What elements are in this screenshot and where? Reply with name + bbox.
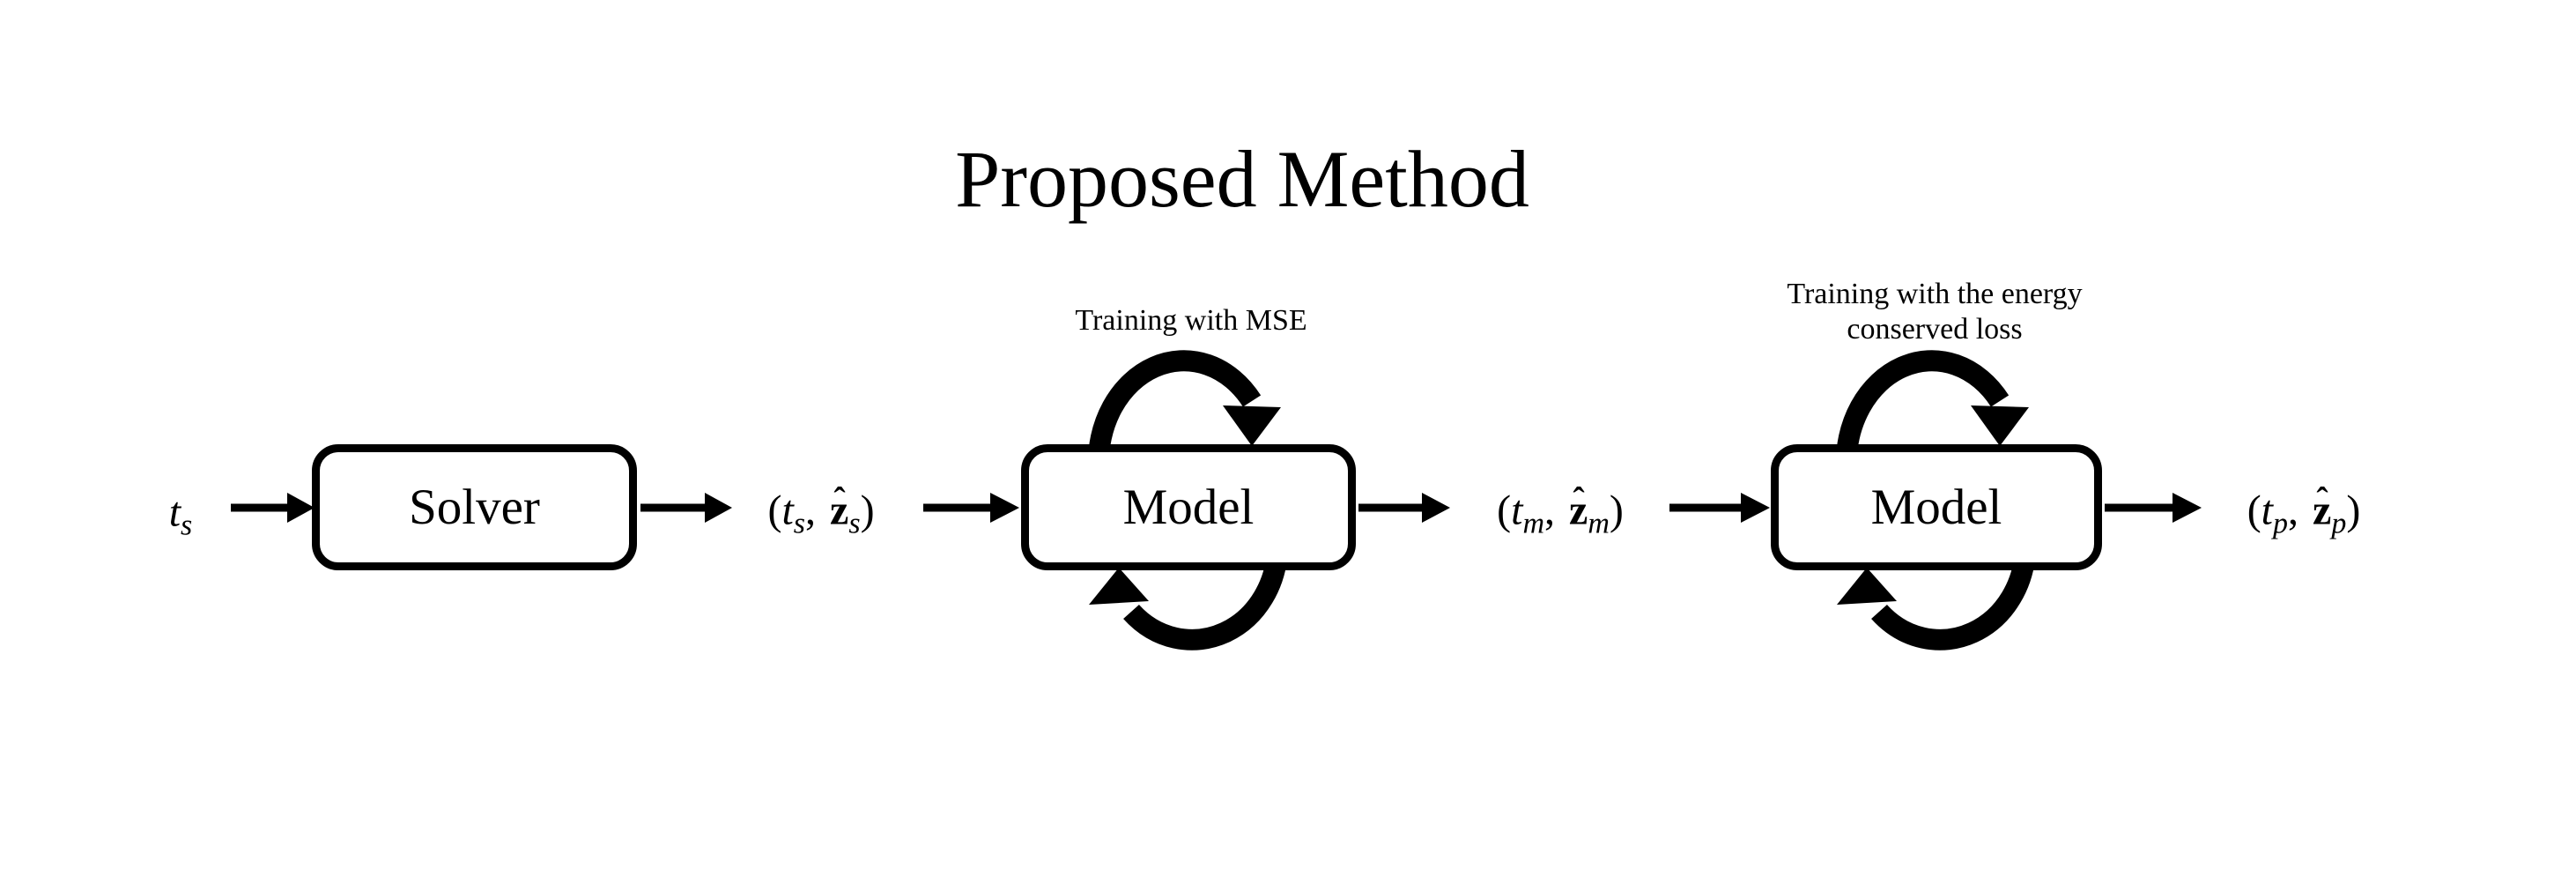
flow-arrowhead-input-to-solver: [287, 493, 315, 523]
self-loop-bottom-arrowhead-model-1: [1089, 568, 1149, 605]
flow-arrowhead-model-2-to-pair-p: [2173, 493, 2202, 523]
hat-accent: ˆ: [833, 480, 846, 520]
flow-arrowhead-solver-to-pair-s: [705, 493, 732, 523]
page-title: Proposed Method: [955, 134, 1529, 224]
solver-box: Solver: [312, 444, 637, 570]
self-loop-bottom-arrowhead-model-2: [1837, 568, 1897, 605]
self-loop-top-arc-model-2: [1835, 350, 2010, 470]
training-energy-annotation-line2: conserved loss: [1847, 313, 2023, 346]
flow-arrowhead-pair-m-to-model-2: [1741, 493, 1770, 523]
label-t-s: ts: [168, 488, 193, 542]
self-loop-top-arrowhead-model-1: [1223, 405, 1281, 446]
model-box-energy: Model: [1771, 444, 2102, 570]
hat-accent: ˆ: [2316, 480, 2328, 520]
hat-accent: ˆ: [1573, 480, 1585, 520]
training-mse-annotation: Training with MSE: [1075, 304, 1307, 337]
training-energy-annotation-line1: Training with the energy: [1787, 278, 2083, 310]
model-box-mse: Model: [1021, 444, 1356, 570]
model-box-mse-label: Model: [1122, 480, 1255, 535]
self-loop-top-arrowhead-model-2: [1971, 405, 2029, 446]
flow-arrowhead-pair-s-to-model-1: [990, 493, 1019, 523]
training-energy-annotation: Training with the energy conserved loss: [1787, 277, 2082, 347]
model-box-energy-label: Model: [1870, 480, 2002, 535]
self-loop-bottom-arc-model-1: [1123, 544, 1289, 651]
solver-box-label: Solver: [409, 480, 540, 535]
self-loop-top-arc-model-1: [1087, 350, 1262, 470]
flow-arrowhead-model-1-to-pair-m: [1422, 493, 1450, 523]
self-loop-bottom-arc-model-2: [1871, 544, 2037, 651]
